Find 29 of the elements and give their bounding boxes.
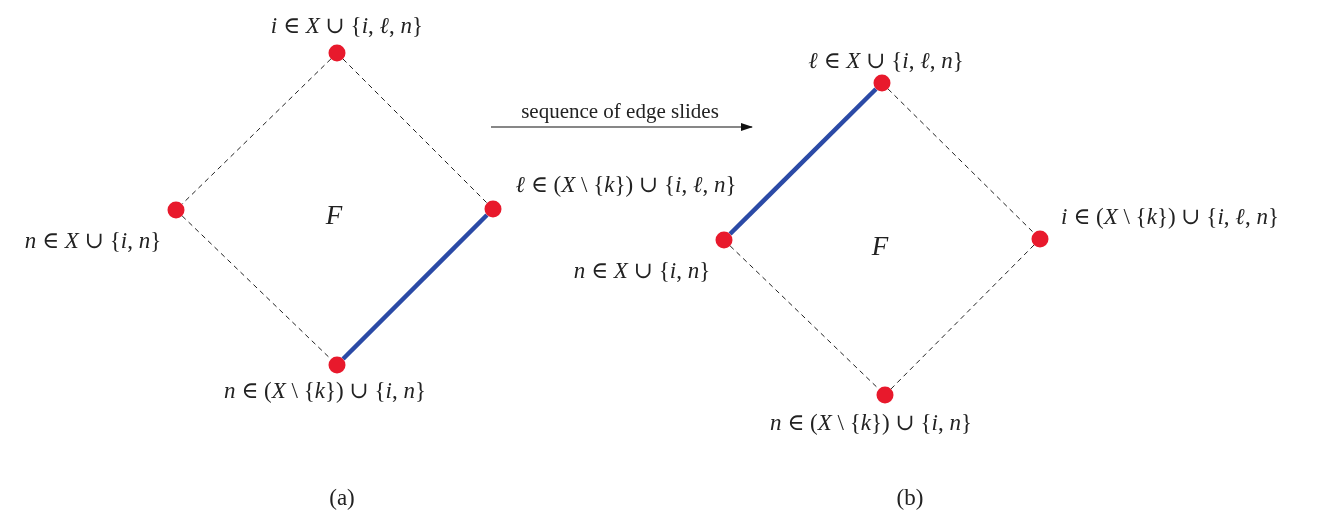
panel-label: (b) bbox=[896, 485, 924, 511]
vertex-label: i ∈ (X \ {k}) ∪ {i, ℓ, n} bbox=[1061, 202, 1279, 230]
face-label: F bbox=[871, 230, 889, 262]
vertex-label: ℓ ∈ (X \ {k}) ∪ {i, ℓ, n} bbox=[515, 170, 737, 198]
dashed-edge bbox=[181, 215, 332, 360]
vertex-dot bbox=[328, 356, 346, 374]
vertex-dot bbox=[1031, 230, 1049, 248]
vertex-label: n ∈ (X \ {k}) ∪ {i, n} bbox=[770, 408, 972, 436]
vertex-dot bbox=[167, 201, 185, 219]
highlighted-edge bbox=[728, 87, 878, 236]
highlighted-edge bbox=[341, 213, 489, 361]
dashed-edge bbox=[342, 58, 488, 204]
vertex-label: n ∈ X ∪ {i, n} bbox=[573, 256, 711, 284]
vertex-label: n ∈ X ∪ {i, n} bbox=[24, 226, 162, 254]
vertex-dot bbox=[328, 44, 346, 62]
dashed-edge bbox=[890, 244, 1035, 390]
vertex-label: ℓ ∈ X ∪ {i, ℓ, n} bbox=[808, 46, 964, 74]
face-label: F bbox=[325, 199, 343, 231]
vertex-dot bbox=[873, 74, 891, 92]
vertex-dot bbox=[876, 386, 894, 404]
vertex-dot bbox=[715, 231, 733, 249]
vertex-label: n ∈ (X \ {k}) ∪ {i, n} bbox=[224, 376, 426, 404]
vertex-dot bbox=[484, 200, 502, 218]
dashed-edge bbox=[887, 88, 1035, 234]
dashed-edge bbox=[729, 245, 880, 390]
panel-label: (a) bbox=[329, 485, 355, 511]
vertex-label: i ∈ X ∪ {i, ℓ, n} bbox=[270, 11, 424, 39]
transition-label: sequence of edge slides bbox=[521, 98, 719, 124]
dashed-edge bbox=[181, 58, 332, 205]
